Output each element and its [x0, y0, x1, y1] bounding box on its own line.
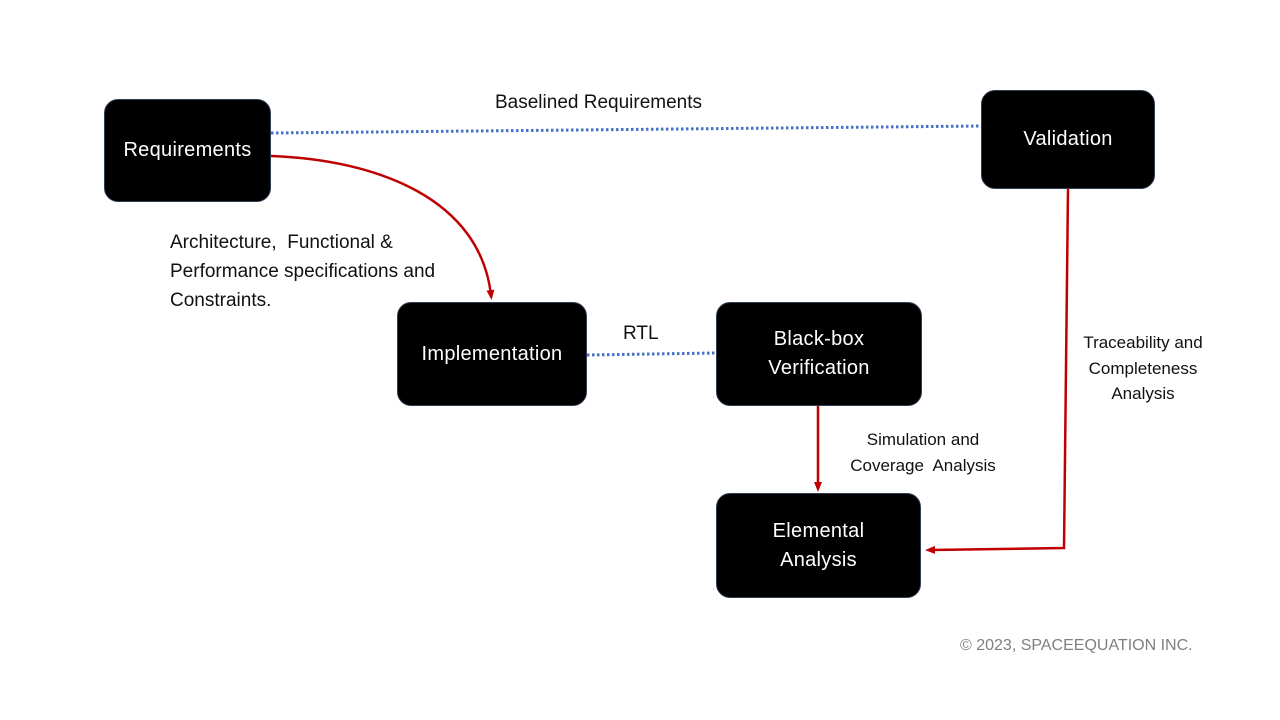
label-simulation-line-2: Coverage Analysis: [850, 455, 996, 475]
label-architecture-line-2: Performance specifications and: [170, 261, 436, 282]
node-validation: Validation: [981, 90, 1155, 189]
node-implementation-label: Implementation: [421, 342, 563, 365]
node-elemental-line-1: Elemental: [772, 519, 865, 542]
node-requirements-label: Requirements: [123, 139, 252, 161]
node-blackbox-line-1: Black-box: [773, 328, 865, 350]
edge-requirements-validation: [270, 124, 983, 135]
label-baselined-requirements: Baselined Requirements: [495, 92, 703, 113]
label-simulation-line-1: Simulation and: [866, 430, 980, 449]
edge-validation-elemental: [925, 188, 1070, 554]
label-traceability-line-2: Completeness: [1088, 358, 1198, 378]
label-rtl: RTL: [623, 323, 659, 344]
node-blackbox-verification: Black-box Verification: [716, 302, 922, 406]
label-traceability-line-3: Analysis: [1111, 384, 1175, 403]
label-architecture-line-1: Architecture, Functional &: [170, 232, 393, 253]
label-traceability-completeness: Traceability and Completeness Analysis: [1068, 330, 1218, 407]
node-blackbox-line-2: Verification: [768, 357, 870, 379]
node-elemental-analysis: Elemental Analysis: [716, 493, 921, 598]
node-elemental-line-2: Analysis: [780, 548, 857, 571]
label-architecture-specs: Architecture, Functional & Performance s…: [170, 228, 435, 315]
label-simulation-coverage: Simulation and Coverage Analysis: [842, 427, 1004, 478]
copyright-text: © 2023, SPACEEQUATION INC.: [960, 637, 1193, 654]
node-requirements: Requirements: [104, 99, 271, 202]
edge-requirements-implementation: [270, 154, 495, 300]
label-architecture-line-3: Constraints.: [170, 290, 272, 311]
label-traceability-line-1: Traceability and: [1083, 333, 1203, 352]
edge-implementation-blackbox: [586, 351, 717, 357]
node-validation-label: Validation: [1023, 128, 1113, 150]
node-implementation: Implementation: [397, 302, 587, 406]
